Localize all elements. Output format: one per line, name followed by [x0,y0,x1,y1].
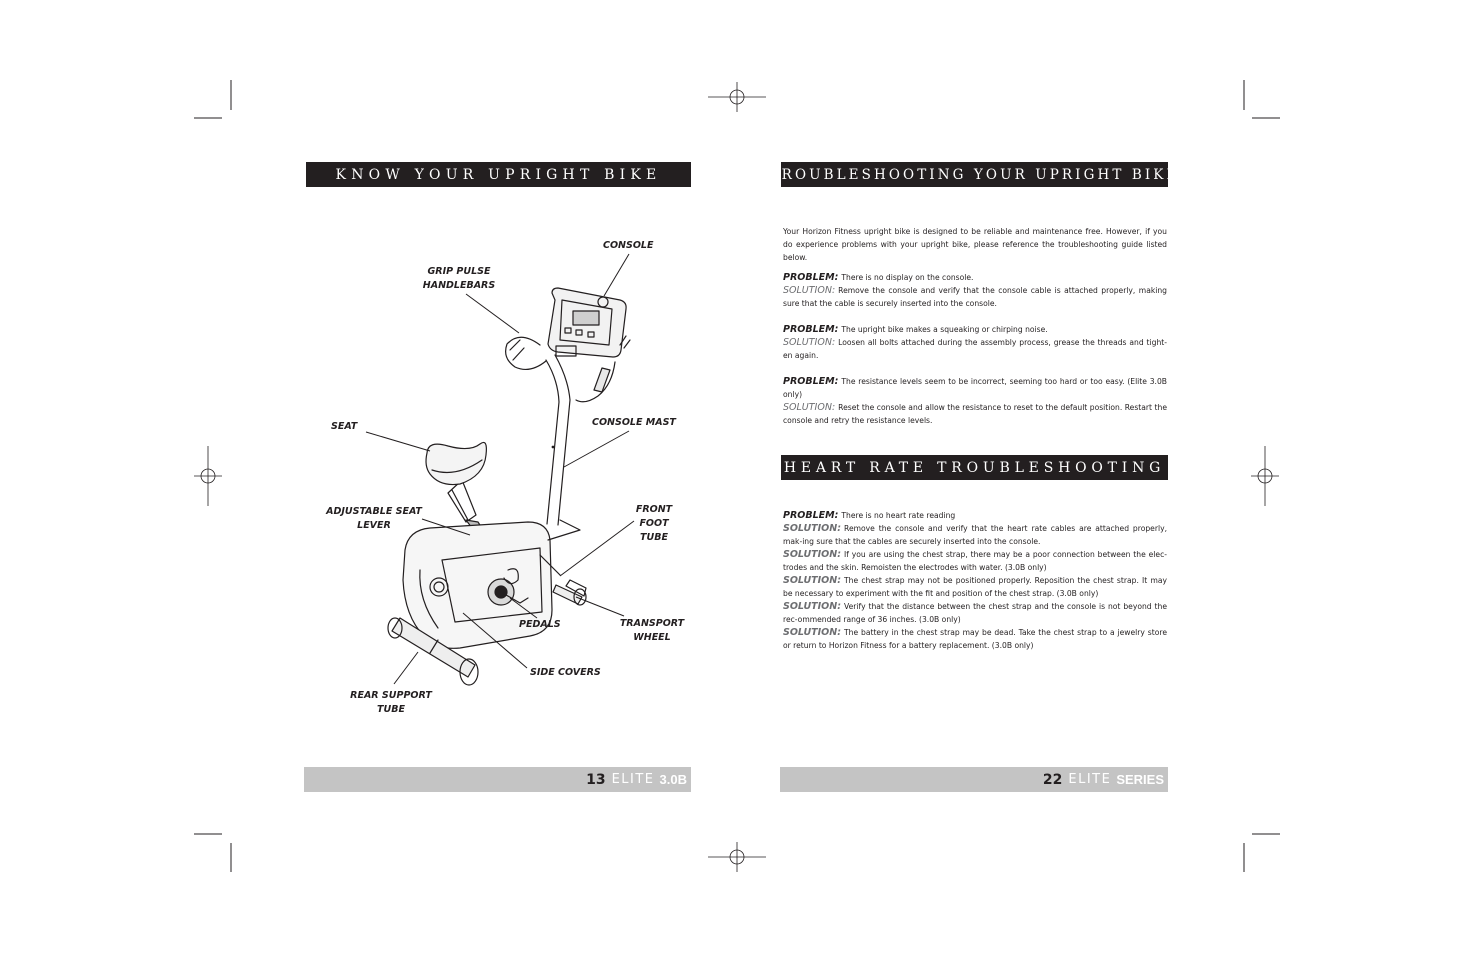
registration-mark-right [1251,446,1279,506]
solution-label: SOLUTION: [783,402,836,413]
callout-seat: SEAT [331,421,358,432]
problem-text: The upright bike makes a squeaking or ch… [841,325,1048,334]
brand-name: ELITE [611,772,655,787]
solution-label: SOLUTION: [783,575,842,586]
left-page-title: KNOW YOUR UPRIGHT BIKE [306,162,691,187]
registration-mark-bottom [708,842,766,872]
problem-text: The resistance levels seem to be incorre… [783,377,1167,399]
problem-label: PROBLEM: [783,324,839,335]
callout-pedals: PEDALS [519,619,561,630]
callout-console-mast: CONSOLE MAST [592,417,676,428]
callout-rear-support-tube: REAR SUPPORT TUBE [350,690,432,715]
heart-rate-troubleshooting: PROBLEM:There is no heart rate reading S… [783,509,1167,652]
callout-grip-pulse-handlebars: GRIP PULSE HANDLEBARS [422,266,496,291]
problem-label: PROBLEM: [783,272,839,283]
problem-item-2: PROBLEM:The upright bike makes a squeaki… [783,323,1167,362]
solution-text: Reset the console and allow the resistan… [783,403,1167,425]
solution-label: SOLUTION: [783,523,842,534]
problem-item-1: PROBLEM:There is no display on the conso… [783,271,1167,310]
registration-mark-top [708,82,766,112]
problem-label: PROBLEM: [783,376,839,387]
registration-mark-left [194,446,222,506]
solution-label: SOLUTION: [783,627,842,638]
solution-text: The chest strap may not be positioned pr… [783,576,1167,598]
solution-text: The battery in the chest strap may be de… [783,628,1167,650]
solution-text: Remove the console and verify that the c… [783,286,1167,308]
problem-item-3: PROBLEM:The resistance levels seem to be… [783,375,1167,427]
callout-adjustable-seat-lever: ADJUSTABLE SEAT LEVER [326,506,422,531]
page-number: 13 [586,771,606,788]
left-page-footer: 13 ELITE 3.0B [304,767,691,792]
upright-bike-illustration [365,253,635,686]
right-page-title: TROUBLESHOOTING YOUR UPRIGHT BIKE [770,162,1176,187]
callout-side-covers: SIDE COVERS [530,667,601,678]
intro-paragraph: Your Horizon Fitness upright bike is des… [783,227,1167,262]
series-name: SERIES [1116,772,1164,787]
solution-text: Verify that the distance between the che… [783,602,1167,624]
problem-text: There is no display on the console. [841,273,974,282]
solution-text: If you are using the chest strap, there … [783,550,1167,572]
problem-label: PROBLEM: [783,510,839,521]
right-page-footer: 22 ELITE SERIES [780,767,1168,792]
problem-text: There is no heart rate reading [841,511,956,520]
solution-label: SOLUTION: [783,337,836,348]
heart-rate-section-title: HEART RATE TROUBLESHOOTING [781,455,1168,480]
model-name: 3.0B [659,772,687,787]
solution-label: SOLUTION: [783,601,842,612]
solution-text: Loosen all bolts attached during the ass… [783,338,1167,360]
solution-text: Remove the console and verify that the h… [783,524,1167,546]
brand-name: ELITE [1068,772,1112,787]
page-number: 22 [1042,771,1063,788]
callout-console: CONSOLE [603,240,654,251]
callout-transport-wheel: TRANSPORT WHEEL [619,618,685,643]
solution-label: SOLUTION: [783,549,842,560]
solution-label: SOLUTION: [783,285,836,296]
callout-front-foot-tube: FRONT FOOT TUBE [635,504,673,543]
